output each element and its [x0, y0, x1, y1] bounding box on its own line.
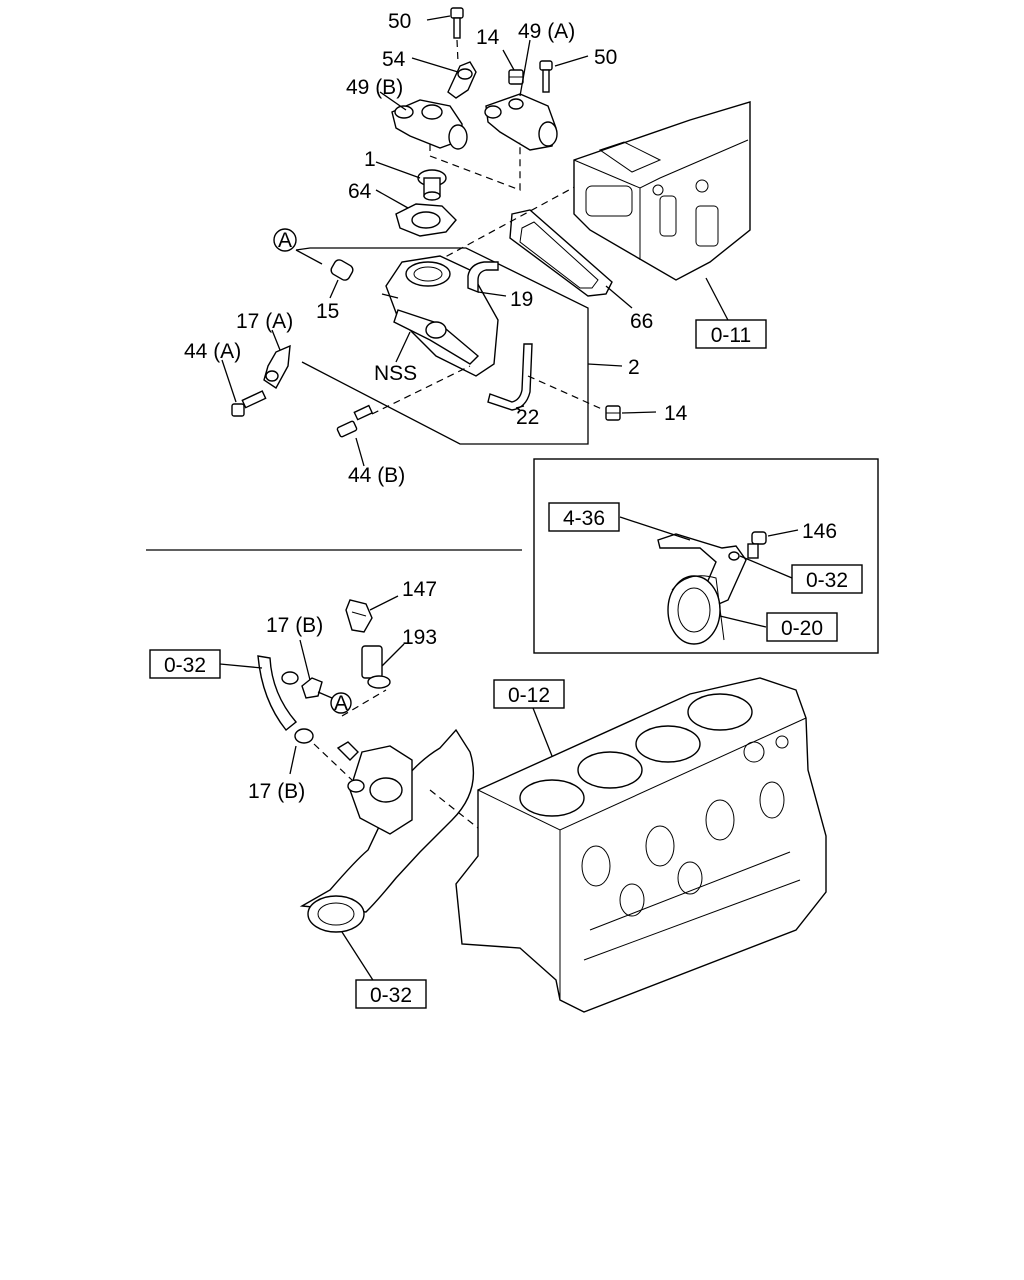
- ref-box-0-32-bottom[interactable]: 0-32: [355, 979, 427, 1009]
- label-147: 147: [402, 578, 437, 601]
- pipe-193: [361, 645, 391, 689]
- label-22: 22: [516, 406, 539, 429]
- label-nss: NSS: [374, 362, 417, 385]
- water-pipe: [299, 728, 475, 933]
- ref-box-0-11[interactable]: 0-11: [695, 319, 767, 349]
- label-66: 66: [630, 310, 653, 333]
- label-2: 2: [628, 356, 640, 379]
- label-49a: 49 (A): [518, 20, 575, 43]
- gasket-64: [395, 203, 457, 237]
- ref-box-0-32-left[interactable]: 0-32: [149, 649, 221, 679]
- engine-block: [455, 677, 827, 1013]
- svg-text:A: A: [334, 692, 348, 715]
- svg-text:4-36: 4-36: [563, 507, 605, 530]
- label-193: 193: [402, 626, 437, 649]
- thermostat-1: [417, 169, 447, 201]
- nut-14-mid: [605, 405, 621, 421]
- label-146: 146: [802, 520, 837, 543]
- label-64: 64: [348, 180, 372, 203]
- hose: [257, 655, 299, 731]
- clamp-17a: [263, 344, 291, 390]
- label-17b-top: 17 (B): [266, 614, 323, 637]
- label-44b: 44 (B): [348, 464, 405, 487]
- clamp-54: [447, 61, 477, 99]
- svg-text:0-32: 0-32: [806, 569, 848, 592]
- circle-a-marker-bottom: A: [330, 692, 352, 715]
- ref-box-0-20[interactable]: 0-20: [766, 612, 838, 642]
- gasket-66: [509, 209, 613, 297]
- label-54: 54: [382, 48, 406, 71]
- ref-box-0-32-inset[interactable]: 0-32: [791, 564, 863, 594]
- label-17b-bottom: 17 (B): [248, 780, 305, 803]
- label-50-right: 50: [594, 46, 617, 69]
- ref-box-4-36[interactable]: 4-36: [548, 502, 620, 532]
- label-49b: 49 (B): [346, 76, 403, 99]
- label-50-top: 50: [388, 10, 411, 33]
- clip-147: [345, 599, 373, 633]
- housing-2: [385, 255, 499, 377]
- svg-text:0-11: 0-11: [711, 324, 751, 347]
- pipe-15: [330, 259, 354, 281]
- svg-text:A: A: [278, 229, 292, 252]
- svg-text:0-12: 0-12: [508, 684, 550, 707]
- clip-17b-bottom: [294, 728, 314, 744]
- cylinder-head: [573, 101, 751, 281]
- pipe-19: [467, 261, 499, 294]
- bolt-50-top: [450, 7, 464, 39]
- label-1: 1: [364, 148, 376, 171]
- housing-49b: [391, 99, 468, 150]
- svg-text:0-32: 0-32: [164, 654, 206, 677]
- circle-a-marker-top: A: [273, 228, 297, 252]
- ref-box-0-12[interactable]: 0-12: [493, 679, 565, 709]
- svg-text:0-32: 0-32: [370, 984, 412, 1007]
- bolt-44b: [336, 404, 374, 438]
- label-19: 19: [510, 288, 533, 311]
- housing-49a: [484, 93, 558, 151]
- bolt-44a: [231, 390, 267, 417]
- label-14-top: 14: [476, 26, 500, 49]
- label-44a: 44 (A): [184, 340, 241, 363]
- clip-17b-top: [301, 677, 323, 699]
- label-17a: 17 (A): [236, 310, 293, 333]
- label-14-mid: 14: [664, 402, 688, 425]
- nut-14-top: [508, 69, 524, 85]
- label-15: 15: [316, 300, 339, 323]
- svg-text:0-20: 0-20: [781, 617, 823, 640]
- bolt-50-right: [539, 60, 553, 93]
